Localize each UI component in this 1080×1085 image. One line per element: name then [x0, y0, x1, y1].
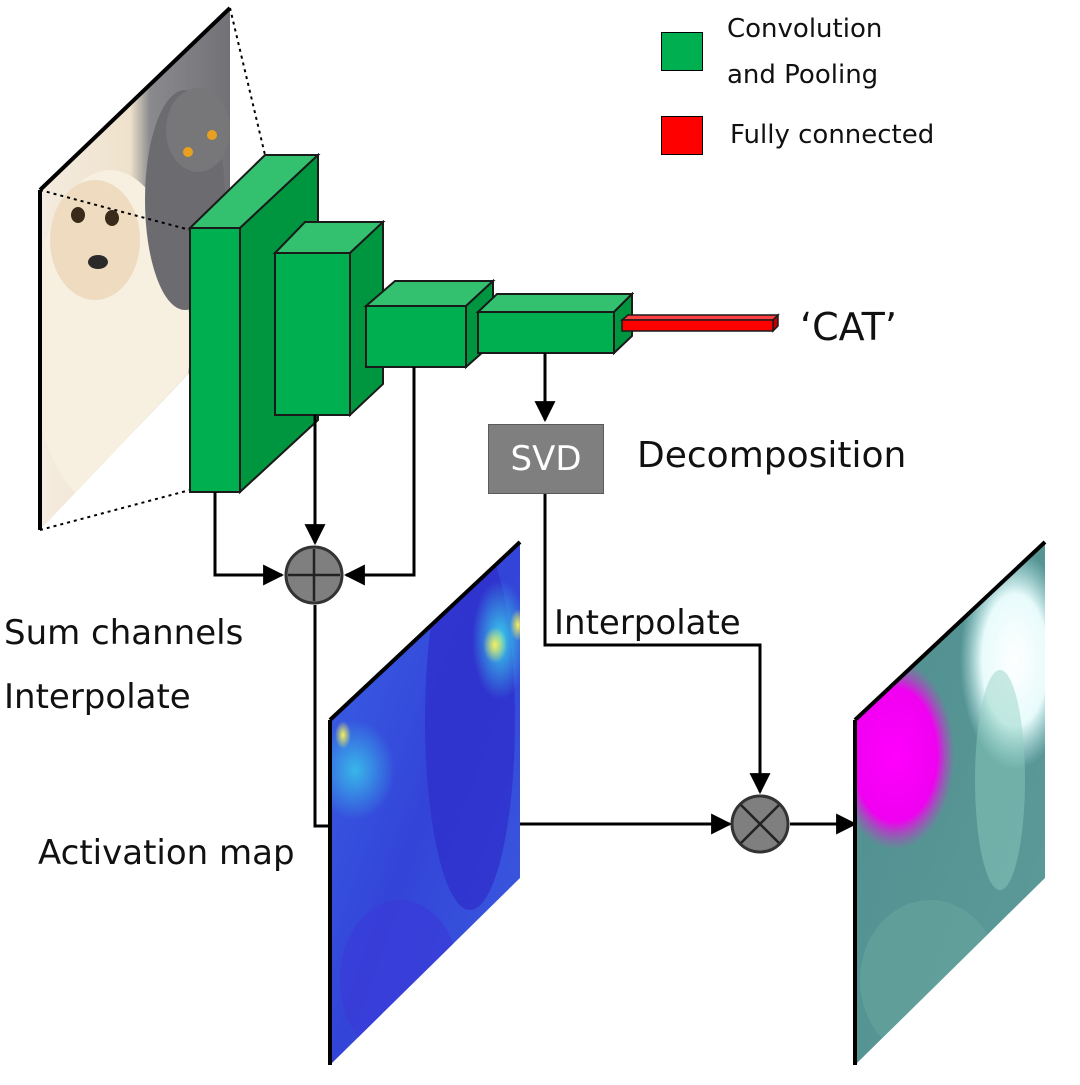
decomposition-label: Decomposition: [637, 435, 907, 476]
input-image-frame: [38, 6, 266, 531]
output-map-image: [853, 540, 1047, 1065]
legend-conv-label-line2: and Pooling: [727, 60, 879, 90]
sum-operator-icon: [284, 545, 344, 605]
legend-fc-swatch: [661, 116, 703, 155]
interpolate-right-label: Interpolate: [554, 603, 741, 643]
legend-conv-label-line1: Convolution: [727, 14, 883, 44]
svd-box: SVD: [488, 424, 604, 494]
connectors: [213, 353, 858, 835]
conv-block-3: [363, 278, 496, 370]
conv-block-4: [475, 291, 635, 356]
interpolate-left-label: Interpolate: [4, 677, 191, 717]
legend-conv-swatch: [661, 32, 703, 71]
activation-map-image: [328, 540, 522, 1065]
sum-channels-label: Sum channels: [4, 613, 244, 653]
output-class-label: ‘CAT’: [800, 305, 897, 349]
fully-connected-layer: [619, 313, 780, 333]
activation-map-label: Activation map: [38, 833, 295, 873]
legend-fc-label: Fully connected: [730, 120, 935, 150]
multiply-operator-icon: [730, 794, 790, 854]
